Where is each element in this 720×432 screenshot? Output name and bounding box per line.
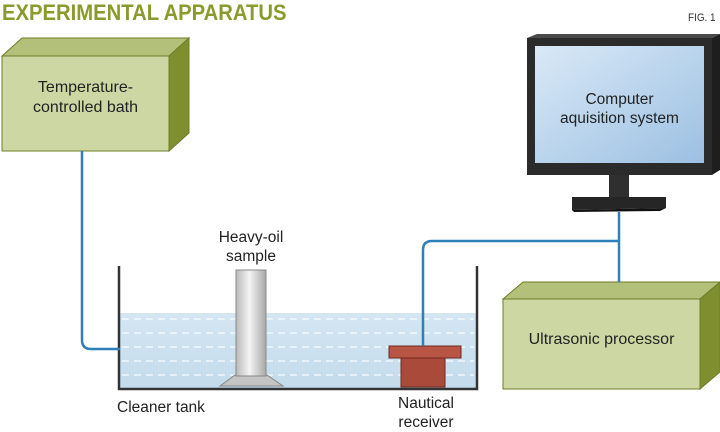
diagram-title: EXPERIMENTAL APPARATUS: [2, 0, 287, 25]
connection-wires: [80, 151, 621, 351]
sample-label-line1: Heavy-oil: [218, 229, 284, 246]
sample-label-line2: sample: [226, 248, 276, 266]
computer-monitor: [527, 34, 720, 212]
nautical-receiver: [388, 345, 462, 388]
ultrasonic-processor-box: [501, 281, 720, 391]
tank-label: Cleaner tank: [96, 398, 226, 417]
figure-label: FIG. 1: [688, 12, 716, 24]
sample-label: Heavy-oil sample: [196, 228, 306, 267]
processor-label-text: Ultrasonic processor: [528, 331, 675, 348]
computer-label-line1: Computer: [585, 91, 654, 108]
receiver-label: Nautical receiver: [372, 395, 480, 432]
bath-to-tank-wire: [80, 151, 120, 351]
bath-label: Temperature- controlled bath: [2, 78, 169, 118]
processor-label: Ultrasonic processor: [503, 330, 700, 350]
bath-label-line2: controlled bath: [33, 99, 138, 116]
receiver-label-line1: Nautical: [398, 395, 454, 412]
computer-label: Computer aquisition system: [535, 90, 704, 129]
receiver-to-computer-wire: [421, 239, 619, 346]
temperature-bath-box: [0, 36, 191, 153]
heavy-oil-sample-tube: [218, 269, 285, 387]
computer-label-line2: aquisition system: [560, 110, 679, 128]
bath-label-line1: Temperature-: [37, 79, 134, 96]
tank-label-text: Cleaner tank: [117, 399, 205, 416]
receiver-label-line2: receiver: [398, 413, 454, 431]
